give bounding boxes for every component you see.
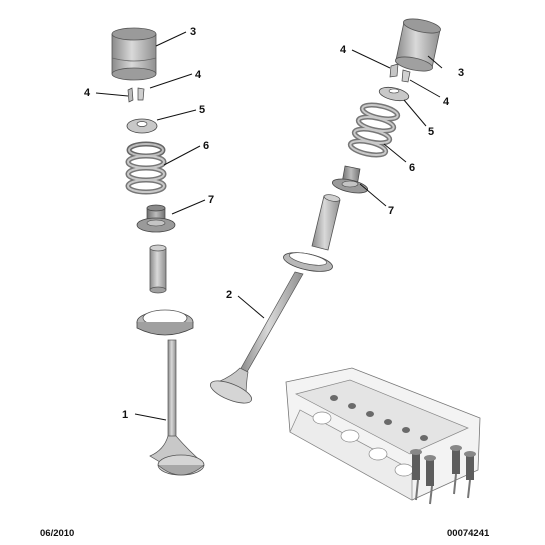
right-valve bbox=[209, 271, 304, 404]
left-valve-collets bbox=[127, 87, 145, 103]
diagram-date: 06/2010 bbox=[40, 528, 75, 539]
callout-right-2: 2 bbox=[226, 289, 232, 301]
right-spring-retainer bbox=[378, 86, 410, 102]
callout-right-4-upper: 4 bbox=[340, 44, 347, 56]
callout-left-1: 1 bbox=[122, 409, 128, 421]
callout-left-7: 7 bbox=[208, 194, 214, 206]
left-spring-retainer bbox=[126, 118, 158, 134]
callout-left-4-upper: 4 bbox=[195, 69, 202, 81]
callout-right-4-lower: 4 bbox=[443, 96, 450, 108]
left-bucket-tappet bbox=[111, 27, 157, 81]
callout-left-3: 3 bbox=[190, 26, 196, 38]
callout-left-4-lower: 4 bbox=[84, 87, 91, 99]
right-valve-seat-ring bbox=[283, 252, 333, 272]
callout-right-3: 3 bbox=[458, 67, 464, 79]
callout-left-5: 5 bbox=[199, 104, 205, 116]
left-valve-stem-seal bbox=[136, 204, 176, 233]
callout-numbers: 3 4 4 5 6 7 1 4 3 4 5 6 7 2 bbox=[84, 26, 464, 421]
right-valve-spring bbox=[347, 102, 401, 158]
left-valve bbox=[149, 339, 205, 476]
leader-lines bbox=[95, 31, 443, 421]
right-valve-stem-seal bbox=[331, 165, 369, 194]
diagram-reference-number: 00074241 bbox=[447, 528, 490, 539]
cylinder-head-illustration bbox=[285, 367, 481, 505]
right-valve-collets bbox=[389, 63, 411, 83]
callout-right-5: 5 bbox=[428, 126, 434, 138]
callout-right-6: 6 bbox=[409, 162, 415, 174]
right-bucket-tappet bbox=[394, 18, 442, 72]
callout-left-6: 6 bbox=[203, 140, 209, 152]
left-valve-seat-ring bbox=[136, 309, 194, 336]
callout-right-7: 7 bbox=[388, 205, 394, 217]
left-valve-spring bbox=[125, 141, 167, 195]
right-valve-guide bbox=[311, 194, 341, 251]
left-valve-guide bbox=[149, 244, 167, 294]
